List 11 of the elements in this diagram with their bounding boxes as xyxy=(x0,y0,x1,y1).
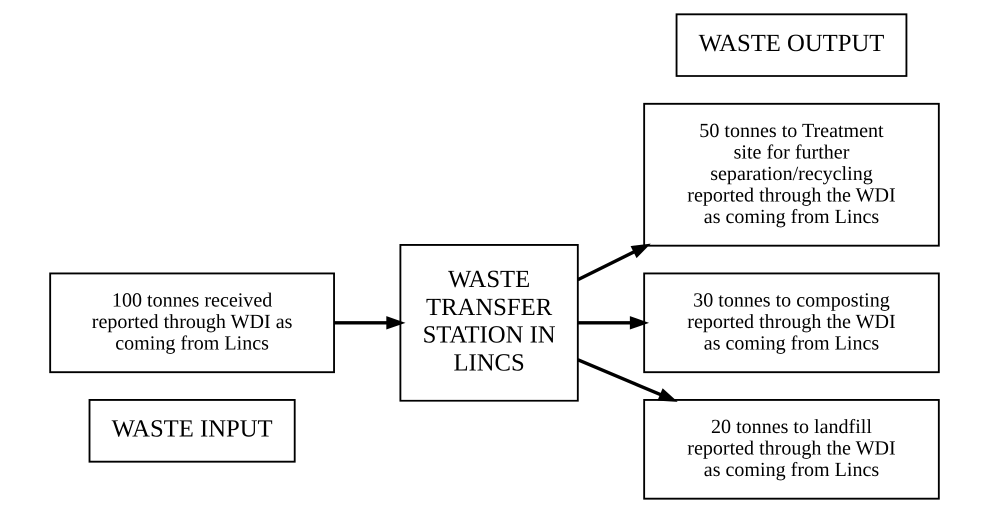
node-box: WASTE TRANSFER STATION IN LINCS xyxy=(398,244,578,402)
node-box: WASTE OUTPUT xyxy=(675,13,907,77)
node-box: 30 tonnes to composting reported through the WDI as coming from Lincs xyxy=(642,272,940,374)
arrow xyxy=(576,244,650,282)
node-box: 100 tonnes received reported through WDI as coming from Lincs xyxy=(48,272,334,374)
node-box: 50 tonnes to Treatment site for further separation/recycling reported through the WDI as coming from Lincs xyxy=(642,102,940,247)
node-box: 20 tonnes to landfill reported through the WDI as coming from Lincs xyxy=(642,399,940,500)
arrow xyxy=(576,358,678,402)
node-box: WASTE INPUT xyxy=(88,399,296,463)
arrow xyxy=(578,316,649,330)
arrow xyxy=(334,316,405,330)
